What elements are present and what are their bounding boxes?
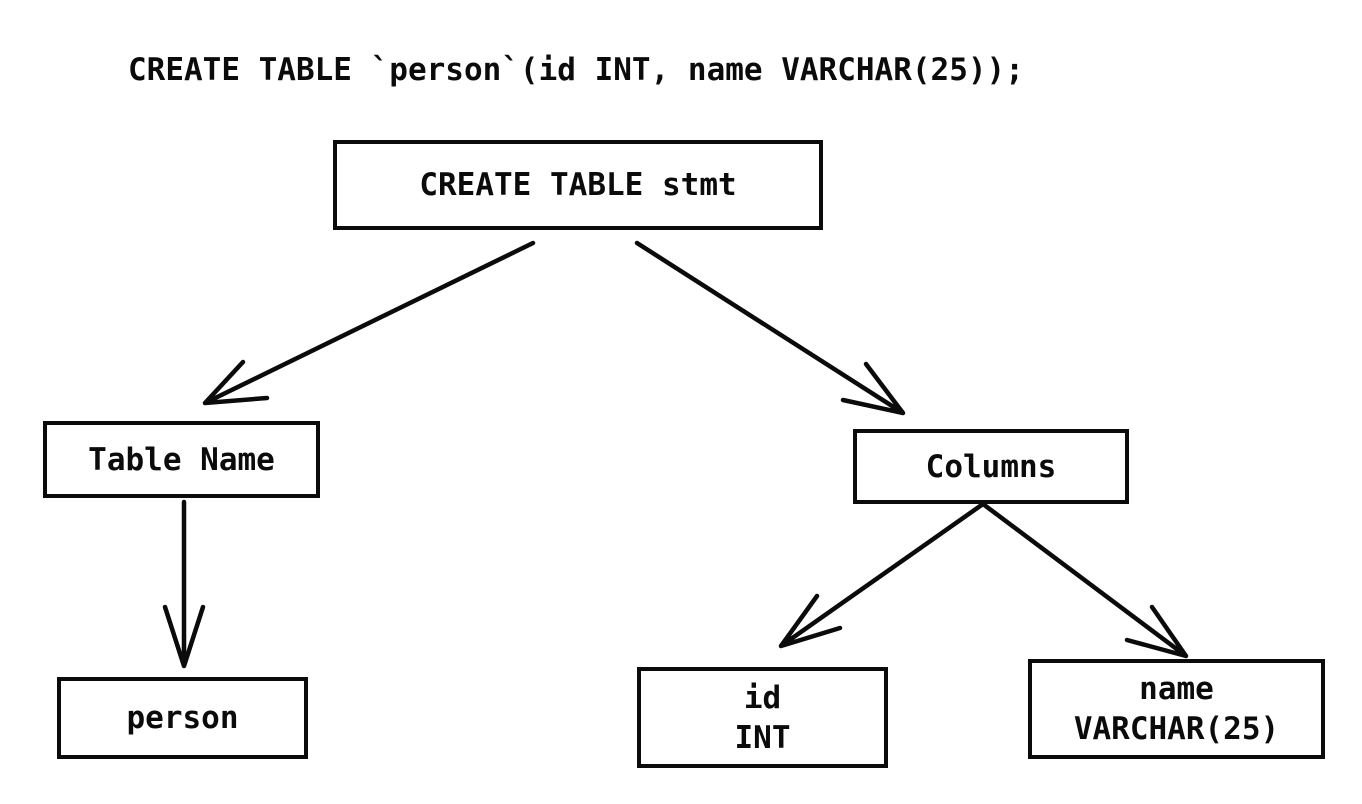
node-create-table-stmt: CREATE TABLE stmt [333,140,823,230]
edge-table-name-to-person [162,499,206,669]
node-label-line1: name [1139,671,1214,707]
edge-root-to-table-name [202,240,536,406]
sql-statement-text: CREATE TABLE `person`(id INT, name VARCH… [128,52,1024,88]
node-name-column: name VARCHAR(25) [1028,659,1325,759]
edge-columns-to-name [980,501,1189,659]
node-table-name: Table Name [43,421,320,498]
node-person: person [57,677,308,759]
node-columns: Columns [853,429,1129,504]
node-label: person [126,700,239,736]
edge-root-to-columns [634,240,906,416]
node-id-column: id INT [637,667,888,768]
node-label: Columns [925,448,1057,485]
node-label-line2: VARCHAR(25) [1073,711,1280,747]
edge-columns-to-id [778,501,986,649]
node-label-line2: INT [734,719,791,756]
node-label: Table Name [88,441,275,478]
node-label: CREATE TABLE stmt [419,167,737,203]
node-label-line1: id [743,679,782,716]
